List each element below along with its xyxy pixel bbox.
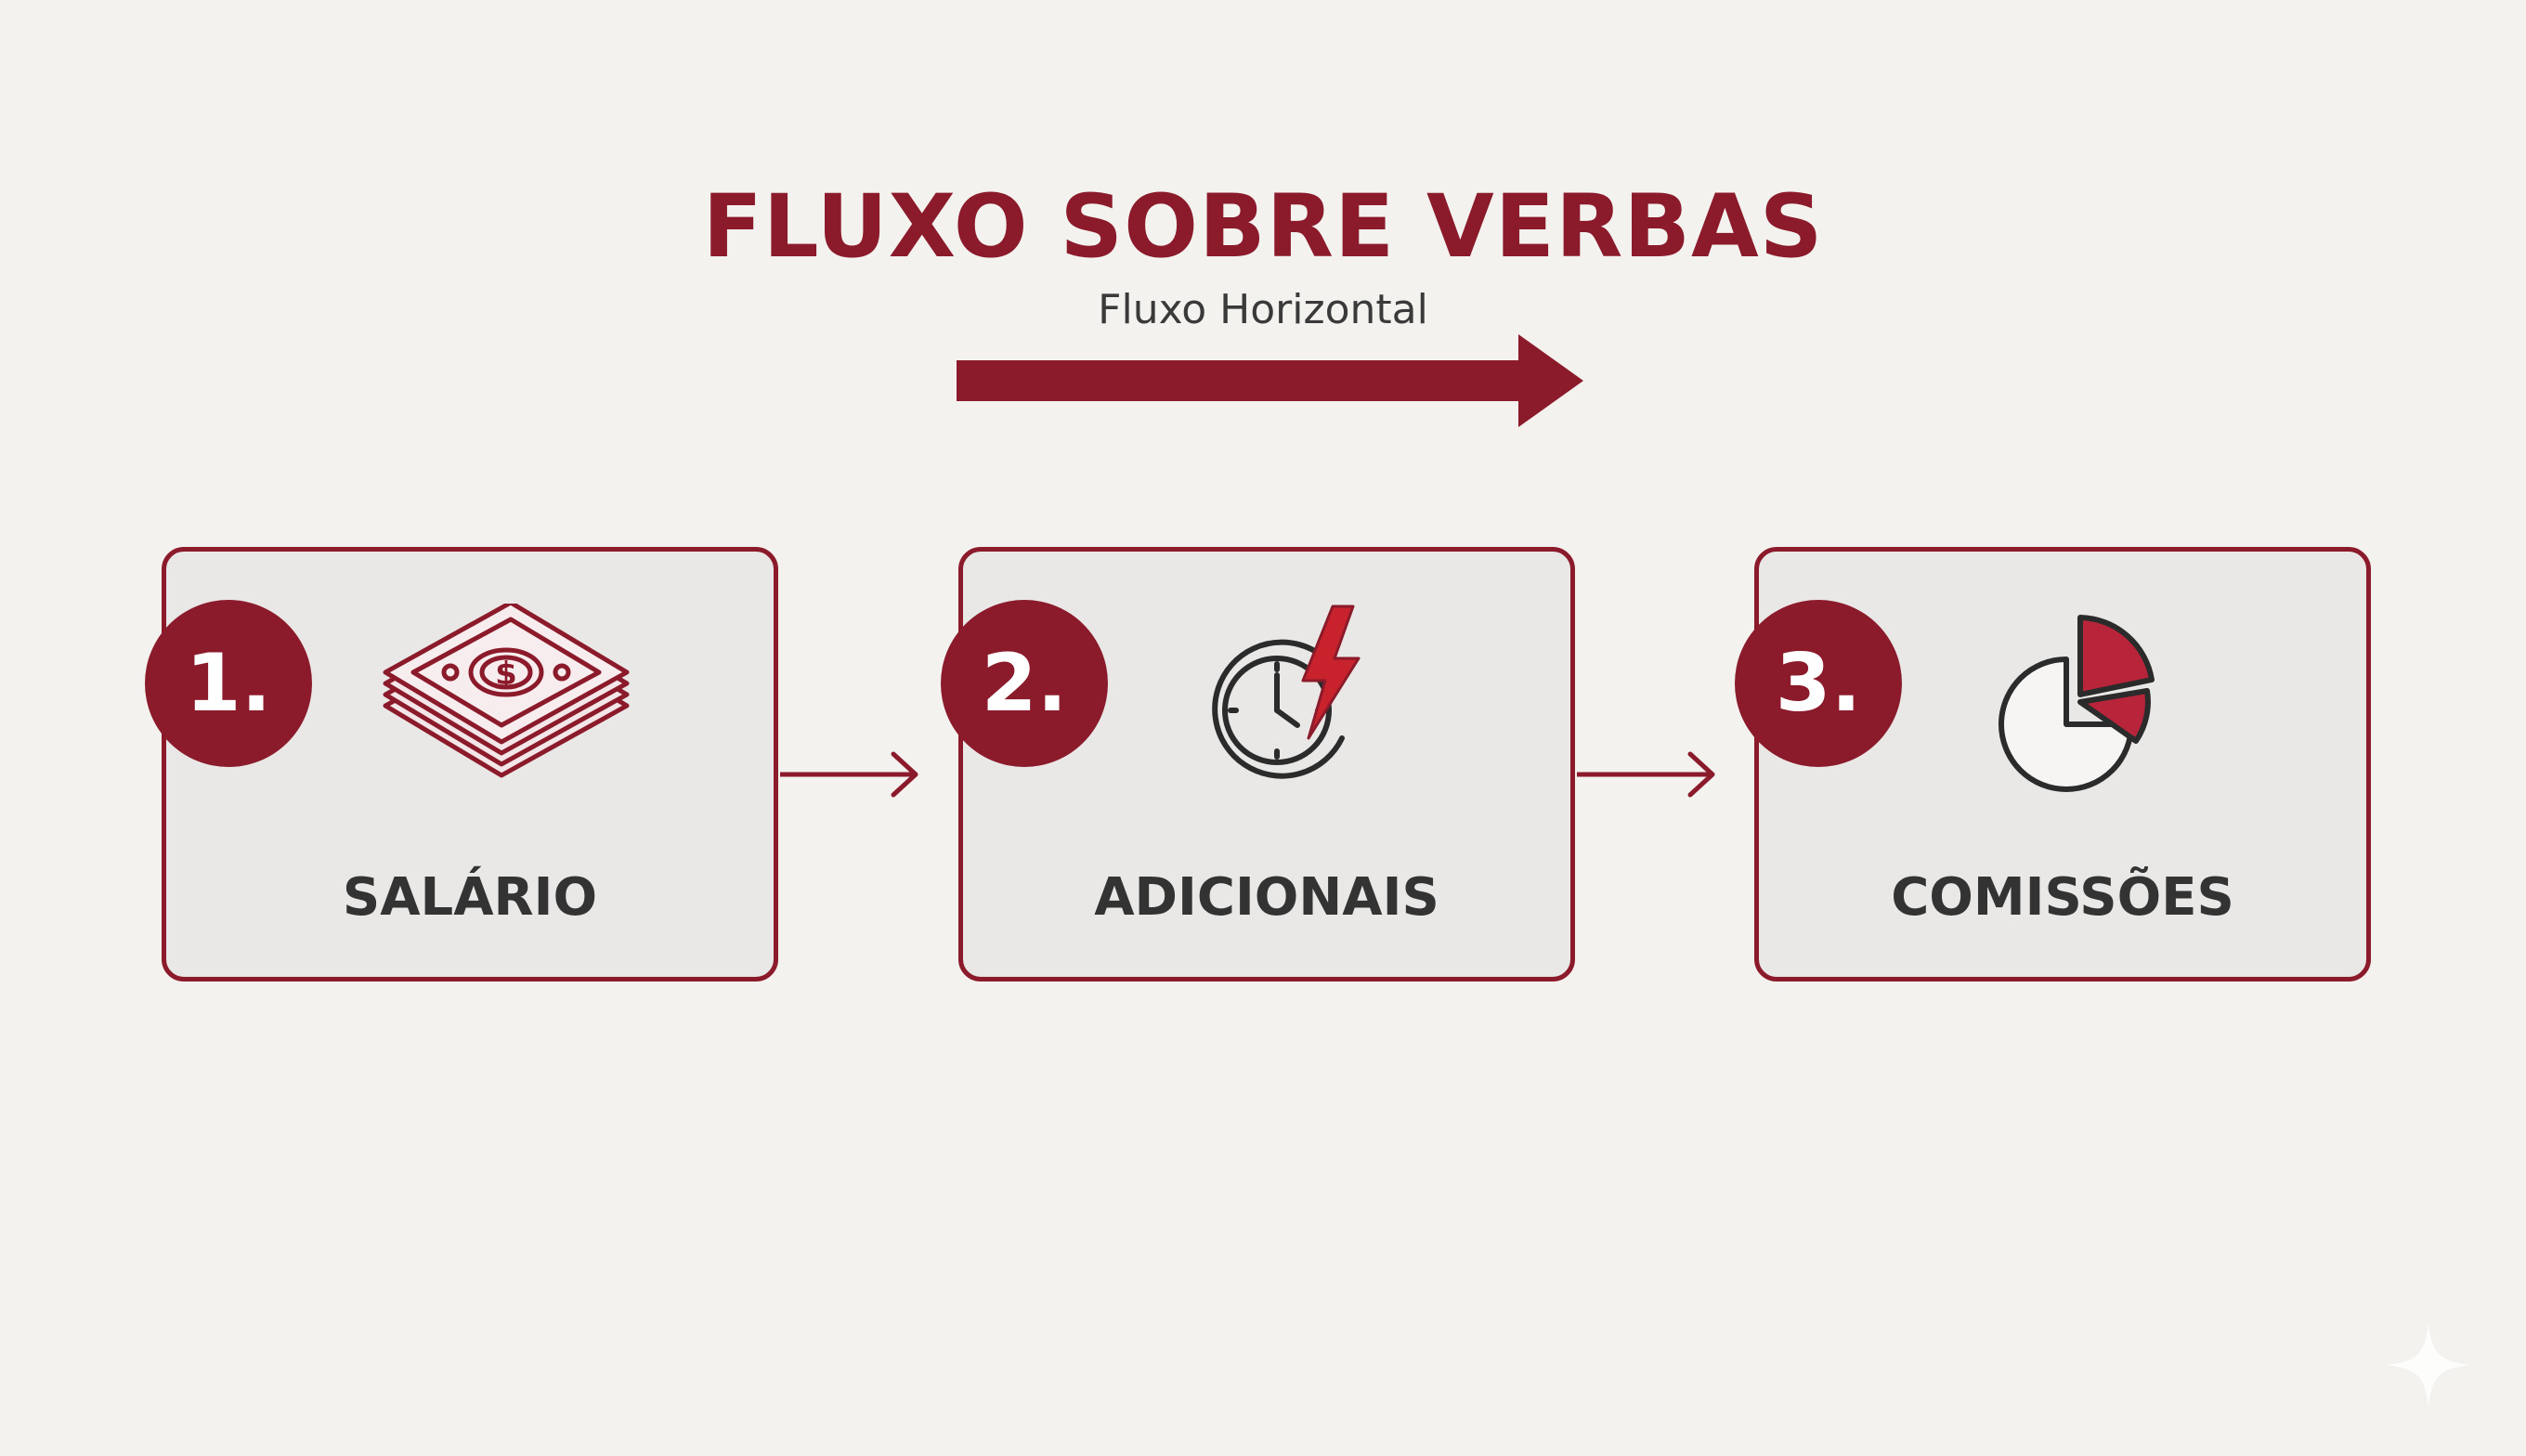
- flow-direction-arrow: [957, 334, 1583, 427]
- step-label-comissoes: COMISSÕES: [1891, 867, 2234, 928]
- step-label-adicionais: ADICIONAIS: [1094, 867, 1439, 928]
- connector-arrow-2-3: [1577, 751, 1715, 798]
- step-label-salario: SALÁRIO: [342, 867, 598, 928]
- sparkle-icon: [2387, 1323, 2470, 1407]
- step-number-badge-1: 1.: [145, 600, 312, 767]
- diagram-title: FLUXO SOBRE VERBAS: [702, 176, 1824, 278]
- clock-lightning-icon: [1212, 604, 1361, 779]
- step-number-badge-2: 2.: [941, 600, 1108, 767]
- connector-arrow-1-2: [780, 751, 918, 798]
- svg-text:$: $: [495, 656, 517, 693]
- diagram-subtitle: Fluxo Horizontal: [1098, 286, 1428, 333]
- pie-chart-icon: [1999, 615, 2155, 792]
- money-stack-icon: $: [383, 604, 630, 778]
- step-number-badge-3: 3.: [1735, 600, 1902, 767]
